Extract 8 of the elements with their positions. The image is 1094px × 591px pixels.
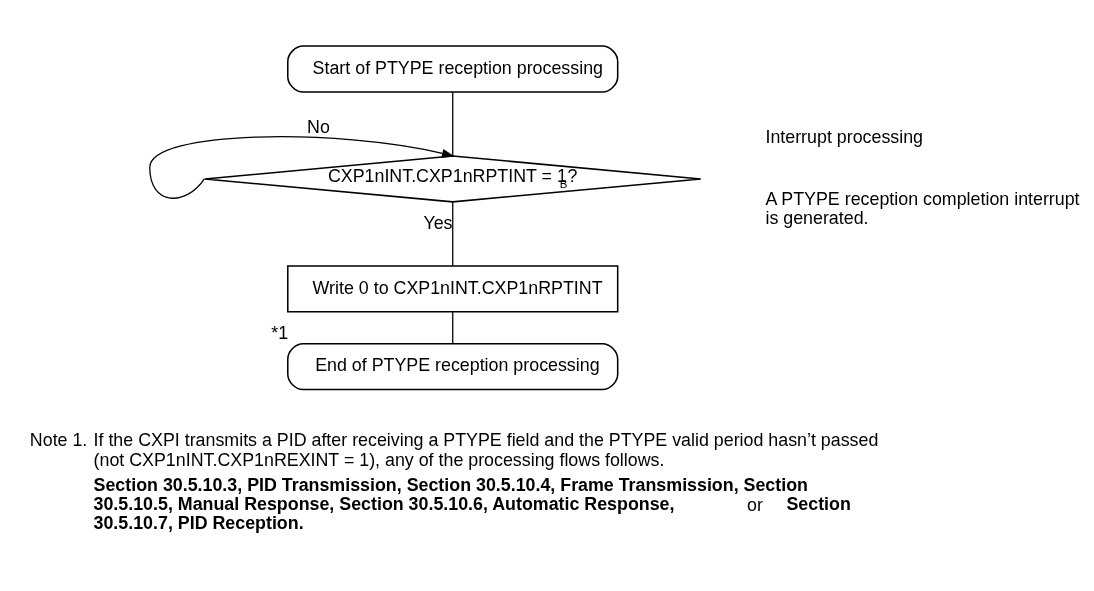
- label: If the CXPI transmits a PID after receiving a PTYPE field and the PTYPE valid period hasn’t passed (not CXP1nINT.CXP1nREXINT = 1), any of the processing flows follows.: [93, 430, 879, 470]
- node-label: *1: [271, 322, 289, 343]
- label: A PTYPE reception completion interrupt is generated.: [765, 189, 1080, 229]
- label: Interrupt processing: [765, 127, 924, 148]
- edge-label: Yes: [423, 213, 453, 234]
- label: Section 30.5.10.3, PID Transmission, Section 30.5.10.4, Frame Transmission, Section 30.5.10.5, Manual Response, Section 30.5.10.6, Automatic Response, or Section 30.5.10.7, PID Reception.: [93, 475, 851, 534]
- edge-label: No: [307, 117, 330, 138]
- label: Note 1.: [29, 430, 88, 451]
